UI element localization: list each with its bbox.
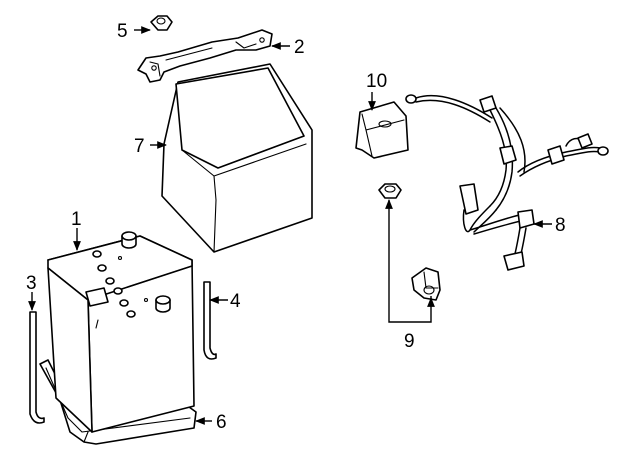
- callout-10: 10: [366, 71, 387, 92]
- terminal-clamp-part[interactable]: [411, 267, 441, 301]
- callout-6: 6: [216, 412, 227, 433]
- callout-1: 1: [71, 209, 82, 230]
- callout-3: 3: [26, 273, 37, 294]
- callout-8: 8: [555, 215, 566, 236]
- battery-insulator-part[interactable]: [161, 63, 313, 253]
- hold-down-bracket-part[interactable]: [137, 29, 273, 83]
- hold-down-rod-left-part[interactable]: [29, 311, 45, 424]
- terminal-nut-part[interactable]: [378, 183, 402, 199]
- callout-leaders: [28, 26, 552, 425]
- hold-down-rod-right-part[interactable]: [203, 281, 217, 360]
- hold-down-nut-part[interactable]: [150, 15, 173, 31]
- callout-9: 9: [404, 331, 415, 352]
- callout-7: 7: [134, 136, 145, 157]
- callout-2: 2: [294, 37, 305, 58]
- callout-5: 5: [117, 21, 128, 42]
- terminal-cover-part[interactable]: [355, 101, 409, 159]
- callout-4: 4: [230, 291, 241, 312]
- cable-harness-part[interactable]: [405, 94, 609, 271]
- battery-part[interactable]: [47, 231, 195, 433]
